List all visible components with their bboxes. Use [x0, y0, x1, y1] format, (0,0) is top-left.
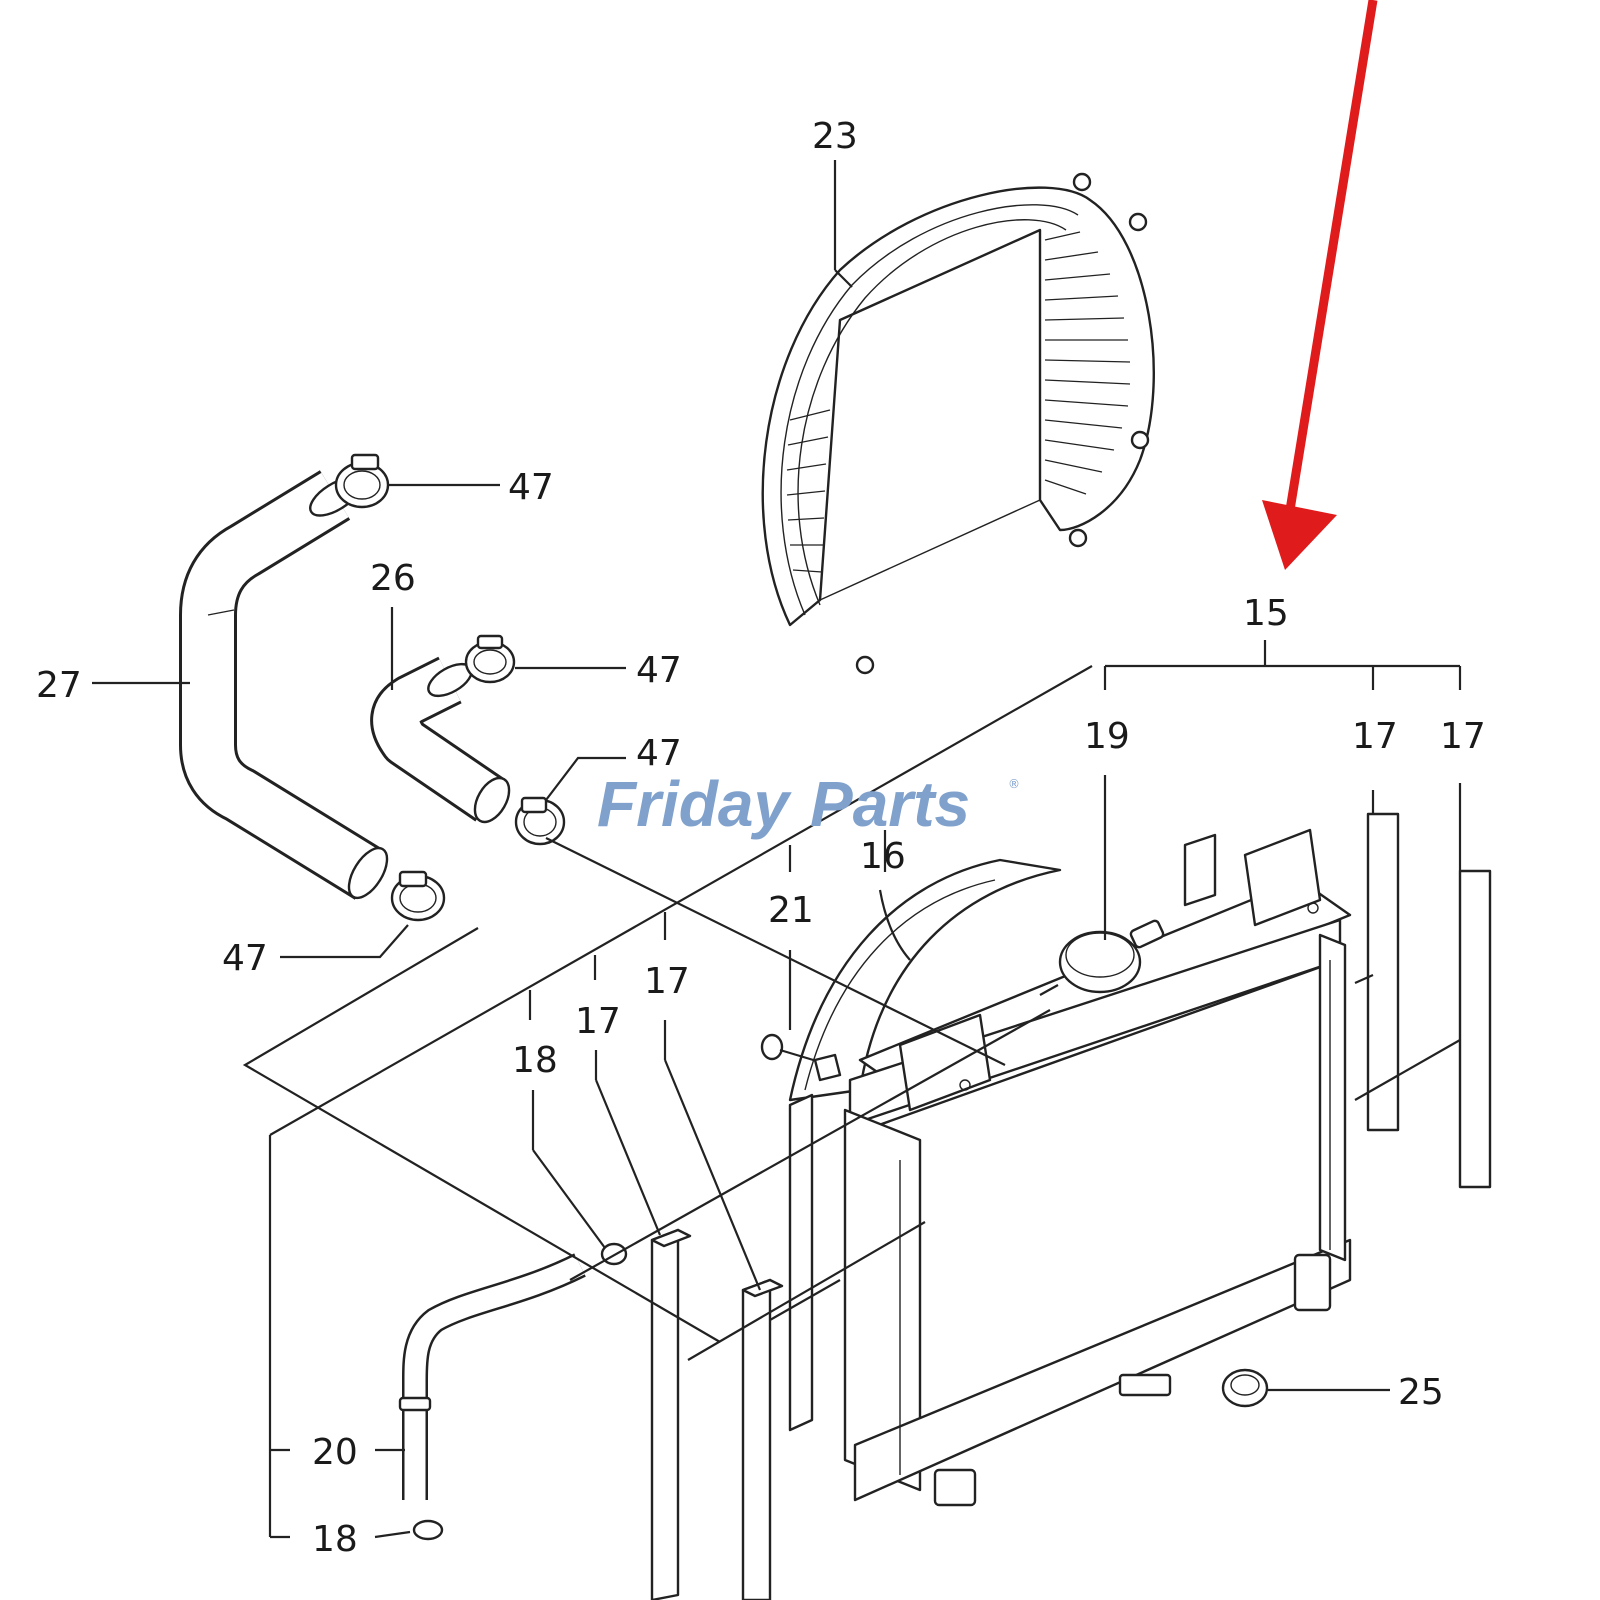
hose-clamp-icon — [514, 796, 566, 846]
callout-47-top: 47 — [508, 467, 554, 508]
callout-17-right-b: 17 — [1440, 716, 1486, 757]
drain-plug-icon — [1221, 1368, 1269, 1408]
leader-lines — [92, 160, 1462, 1539]
radiator-cap-icon — [1039, 919, 1165, 996]
callout-15: 15 — [1243, 593, 1289, 634]
callout-19: 19 — [1084, 716, 1130, 757]
callout-20: 20 — [312, 1432, 358, 1473]
callout-26: 26 — [370, 558, 416, 599]
shroud-fins — [786, 231, 1131, 573]
callout-17-right-a: 17 — [1352, 716, 1398, 757]
radiator-hose-upper — [370, 656, 511, 824]
rubber-strip — [1458, 869, 1492, 1189]
hose-clamp-icon — [464, 634, 516, 684]
radiator-hose-lower — [179, 470, 389, 900]
hose-clip-icon — [412, 1519, 444, 1541]
callout-27: 27 — [36, 665, 82, 706]
callout-16: 16 — [860, 836, 906, 877]
hose-clamp-icon — [390, 870, 446, 922]
overflow-hose — [398, 1253, 586, 1500]
radiator — [843, 828, 1352, 1507]
callout-47-third: 47 — [636, 733, 682, 774]
callout-23: 23 — [812, 116, 858, 157]
rubber-strip — [1366, 812, 1400, 1132]
callout-17-left-a: 17 — [644, 961, 690, 1002]
hose-clamp-icon — [334, 453, 390, 509]
callout-18-lower: 18 — [312, 1519, 358, 1560]
watermark-registered: ® — [1008, 777, 1020, 791]
callout-labels: 23 47 26 47 27 47 15 19 17 17 16 21 47 1… — [36, 116, 1486, 1560]
red-arrow-icon — [1262, 0, 1378, 570]
bolt-icon — [760, 1033, 842, 1082]
callout-17-left-b: 17 — [575, 1001, 621, 1042]
rubber-strip — [650, 1228, 692, 1600]
fan-shroud — [761, 172, 1155, 675]
watermark-brand-left: Friday — [597, 768, 792, 840]
rubber-strip — [741, 1278, 784, 1600]
watermark-brand-right: Parts — [810, 768, 970, 840]
callout-25: 25 — [1398, 1372, 1444, 1413]
callout-21: 21 — [768, 890, 814, 931]
rubber-strip — [788, 1093, 814, 1432]
callout-47-bottom: 47 — [222, 938, 268, 979]
callout-47-second: 47 — [636, 650, 682, 691]
callout-18-upper: 18 — [512, 1040, 558, 1081]
watermark-logo: Friday Parts ® — [597, 768, 1020, 840]
